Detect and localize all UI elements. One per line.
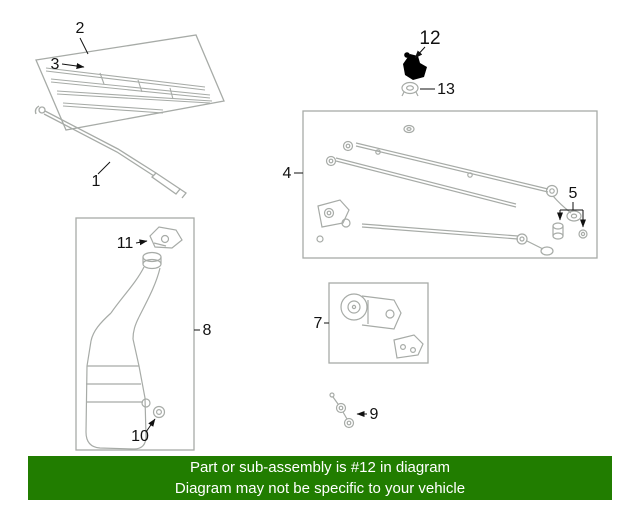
linkage-joint-art (329, 392, 355, 429)
wiper-linkage-art (302, 110, 598, 259)
grommet-art (152, 405, 166, 419)
callout-5: 5 (569, 185, 578, 202)
callout-8: 8 (203, 322, 212, 339)
banner-line-2: Diagram may not be specific to your vehi… (174, 480, 466, 497)
clip-art (401, 81, 419, 97)
banner-line-1: Part or sub-assembly is #12 in diagram (189, 459, 451, 476)
callout-10: 10 (131, 428, 149, 445)
callout-9: 9 (370, 406, 379, 423)
callout-labels: 2 3 1 11 8 10 12 13 4 5 7 9 (51, 20, 578, 445)
wiper-blade-assembly-art (35, 34, 225, 131)
callout-4: 4 (283, 165, 292, 182)
callout-7: 7 (314, 315, 323, 332)
callout-1: 1 (92, 173, 101, 190)
callout-12-highlighted: 12 (419, 28, 440, 49)
callout-2: 2 (76, 20, 85, 37)
callout-11: 11 (117, 235, 134, 252)
highlighted-part-12-art (403, 52, 427, 80)
callout-leader-lines (61, 37, 586, 433)
bracket-art (149, 226, 183, 249)
info-banner: Part or sub-assembly is #12 in diagram D… (28, 456, 612, 500)
callout-3: 3 (51, 56, 60, 73)
callout-13: 13 (437, 81, 455, 98)
wiper-motor-art (328, 282, 429, 364)
washer-reservoir-art (75, 217, 195, 451)
wiper-arm-art (34, 105, 187, 199)
